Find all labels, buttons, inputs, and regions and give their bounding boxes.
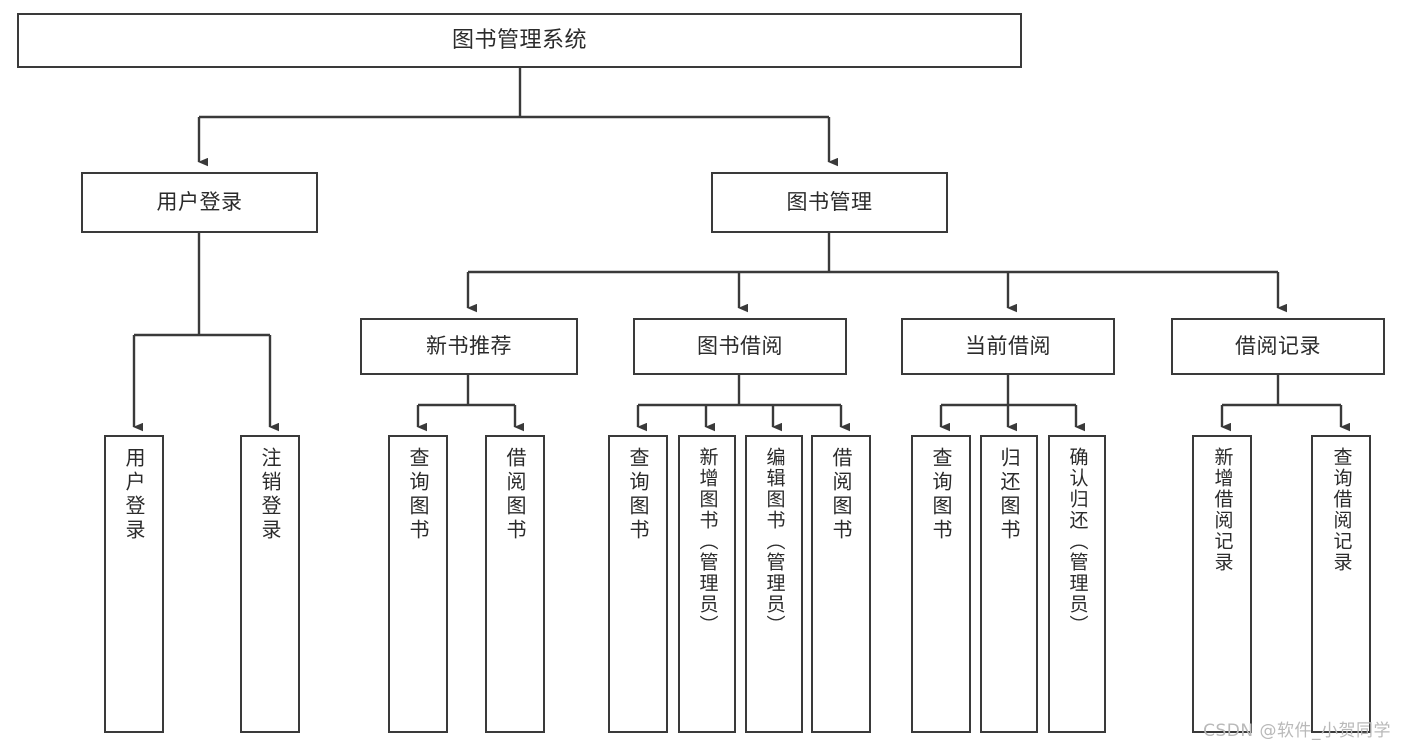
leaf-current-return-book[interactable]: 归还图书 (980, 435, 1038, 733)
node-label: 借阅记录 (1235, 334, 1321, 359)
leaf-record-query-record[interactable]: 查询借阅记录 (1311, 435, 1371, 733)
node-label: 图书借阅 (697, 334, 783, 359)
node-borrow-record[interactable]: 借阅记录 (1171, 318, 1385, 375)
leaf-borrow-borrow-book[interactable]: 借阅图书 (811, 435, 871, 733)
node-label: 编辑图书（管理员） (763, 447, 786, 636)
node-label: 图书管理 (786, 190, 873, 215)
node-current-borrow[interactable]: 当前借阅 (901, 318, 1115, 375)
node-label: 借阅图书 (503, 447, 527, 543)
node-book-borrow[interactable]: 图书借阅 (633, 318, 847, 375)
node-label: 查询借阅记录 (1330, 447, 1353, 573)
leaf-user-login-signout[interactable]: 注销登录 (240, 435, 300, 733)
node-label: 图书管理系统 (451, 27, 587, 53)
node-label: 查询图书 (406, 447, 430, 543)
node-label: 查询图书 (626, 447, 650, 543)
leaf-current-query-book[interactable]: 查询图书 (911, 435, 971, 733)
node-label: 注销登录 (258, 447, 282, 543)
node-label: 新增图书（管理员） (696, 447, 719, 636)
node-user-login[interactable]: 用户登录 (81, 172, 318, 233)
leaf-current-confirm-return-admin[interactable]: 确认归还（管理员） (1048, 435, 1106, 733)
leaf-borrow-add-book-admin[interactable]: 新增图书（管理员） (678, 435, 736, 733)
node-label: 确认归还（管理员） (1066, 447, 1089, 636)
node-new-book-recommend[interactable]: 新书推荐 (360, 318, 578, 375)
csdn-watermark: CSDN @软件_小贺同学 (1203, 721, 1391, 741)
leaf-new-book-query[interactable]: 查询图书 (388, 435, 448, 733)
node-label: 借阅图书 (829, 447, 853, 543)
node-label: 用户登录 (156, 190, 243, 215)
leaf-new-book-borrow[interactable]: 借阅图书 (485, 435, 545, 733)
leaf-user-login-signin[interactable]: 用户登录 (104, 435, 164, 733)
node-label: 查询图书 (929, 447, 953, 543)
leaf-borrow-query-book[interactable]: 查询图书 (608, 435, 668, 733)
leaf-borrow-edit-book-admin[interactable]: 编辑图书（管理员） (745, 435, 803, 733)
node-label: 当前借阅 (965, 334, 1051, 359)
leaf-record-add-record[interactable]: 新增借阅记录 (1192, 435, 1252, 733)
node-root-book-management-system[interactable]: 图书管理系统 (17, 13, 1022, 68)
node-label: 用户登录 (122, 447, 146, 543)
node-book-management[interactable]: 图书管理 (711, 172, 948, 233)
node-label: 新增借阅记录 (1211, 447, 1234, 573)
node-label: 归还图书 (997, 447, 1021, 543)
node-label: 新书推荐 (426, 334, 512, 359)
